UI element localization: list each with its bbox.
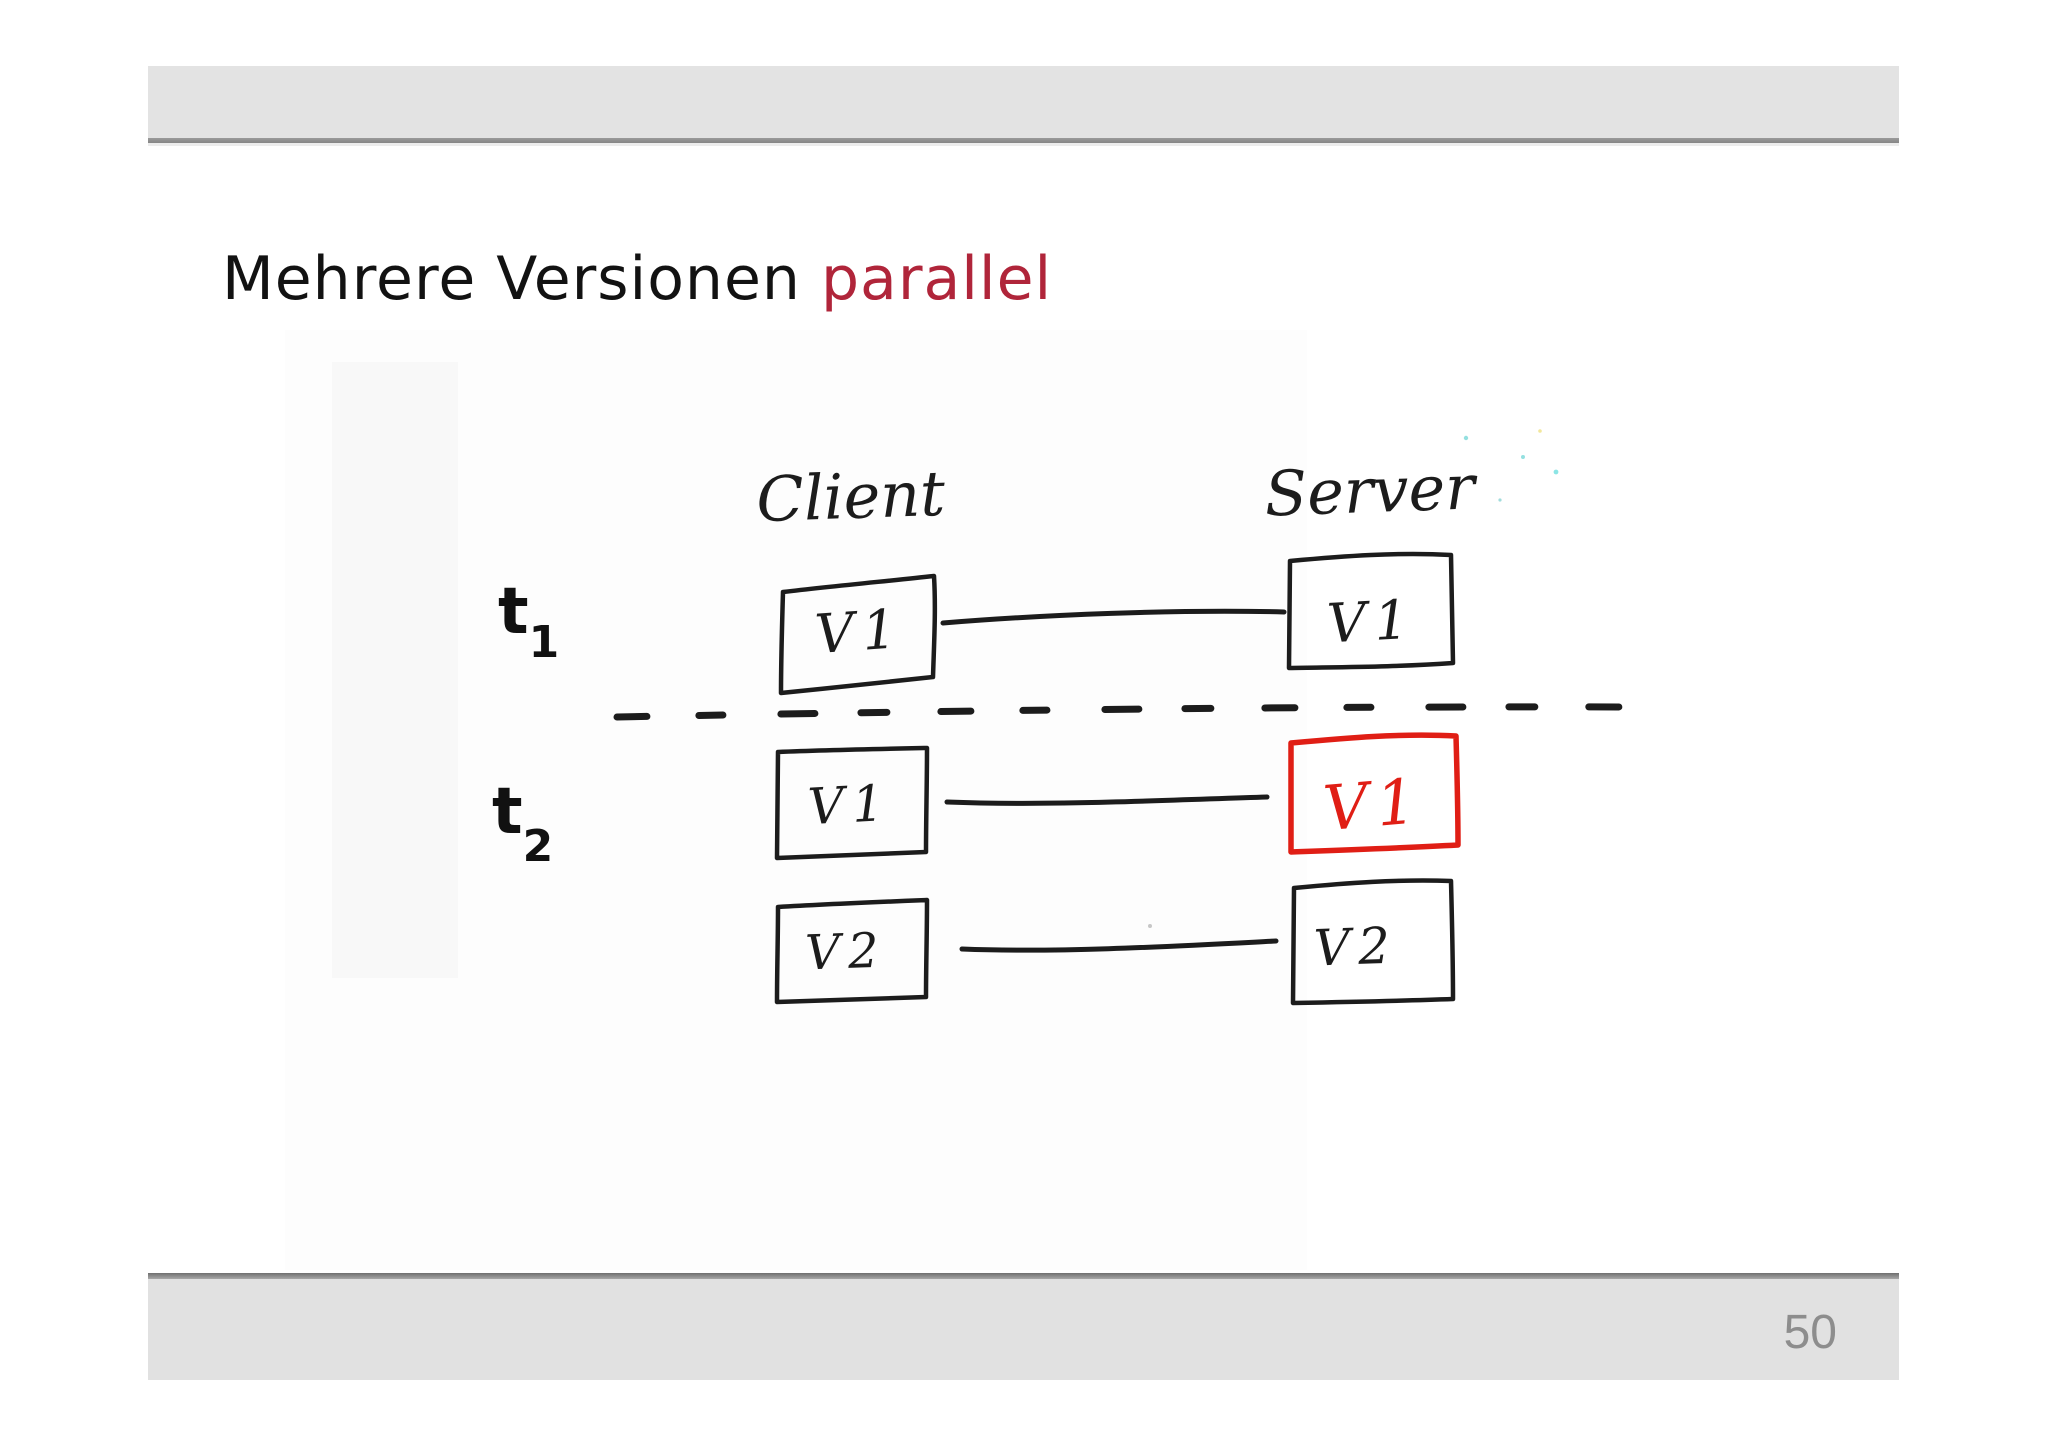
page-number: 50 xyxy=(1783,1306,1837,1359)
client-box-t2-v1 xyxy=(774,745,930,861)
time-label-t2: t2 xyxy=(492,775,553,872)
server-box-t1-label: V1 xyxy=(1326,588,1419,656)
client-box-t2-label: V1 xyxy=(806,774,893,836)
noise-dot xyxy=(1521,455,1525,459)
footer-rule-dark xyxy=(148,1273,1899,1279)
client-box-t2-v2 xyxy=(774,897,930,1005)
column-header-server: Server xyxy=(1263,450,1479,530)
noise-dot xyxy=(1538,429,1542,433)
slide-title: Mehrere Versionen parallel xyxy=(222,244,1052,314)
time-divider-dashed-line xyxy=(613,703,1645,721)
footer-bar: 50 xyxy=(148,1273,1899,1380)
server-box-t2-v2 xyxy=(1290,878,1456,1006)
time-label-t1: t1 xyxy=(498,575,559,668)
noise-dot xyxy=(1498,498,1502,502)
connector-t2-v2 xyxy=(959,938,1279,953)
client-box-v2-label: V2 xyxy=(804,923,887,982)
noise-dot xyxy=(1553,469,1559,475)
header-bar xyxy=(148,66,1899,138)
column-header-client: Client xyxy=(755,457,946,537)
connector-t2-v1 xyxy=(944,794,1270,806)
server-box-t1-v1 xyxy=(1286,551,1456,671)
scan-region-strip xyxy=(332,362,458,978)
header-rule-light xyxy=(148,143,1899,146)
scan-noise-dots xyxy=(1148,429,1559,928)
time-label-t2-base: t xyxy=(492,775,523,849)
time-label-t1-base: t xyxy=(498,575,529,649)
slide-title-main: Mehrere Versionen xyxy=(222,244,821,314)
time-label-t1-sub: 1 xyxy=(529,617,560,668)
server-box-v2-label: V2 xyxy=(1313,917,1399,978)
server-box-t2-label-highlighted: V1 xyxy=(1321,764,1427,845)
time-label-t2-sub: 2 xyxy=(523,821,554,872)
header-rule-dark xyxy=(148,138,1899,143)
client-box-t1-label: V1 xyxy=(813,597,907,666)
noise-dot xyxy=(1148,924,1152,928)
connector-t1 xyxy=(940,608,1287,626)
slide-title-accent: parallel xyxy=(820,244,1053,314)
noise-dot xyxy=(1463,435,1469,441)
client-box-t1-v1 xyxy=(778,573,938,696)
server-box-t2-v1-highlighted xyxy=(1288,732,1461,855)
